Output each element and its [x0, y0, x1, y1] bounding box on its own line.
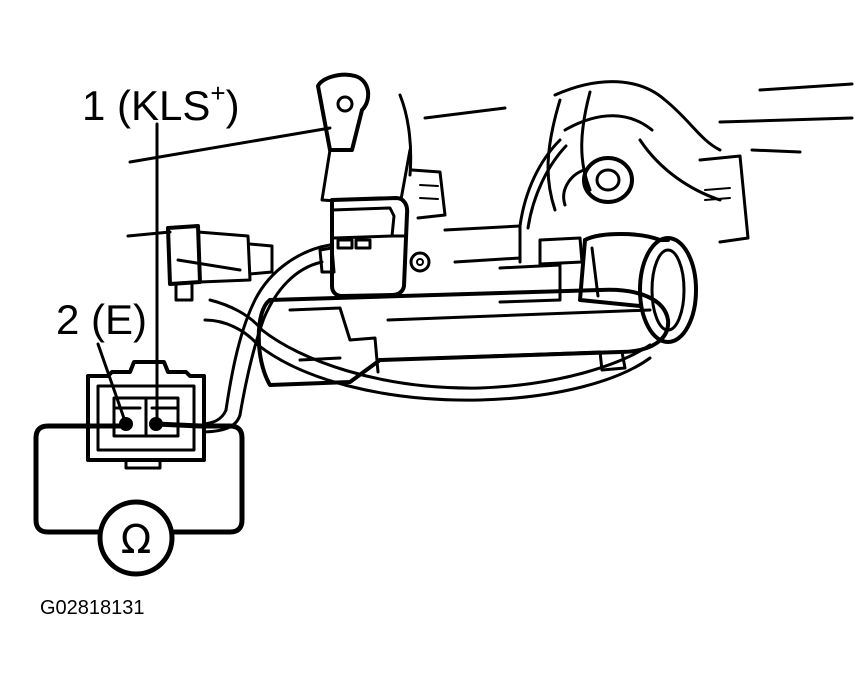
ohmmeter-circuit — [33, 417, 245, 535]
pin1-label: 1 (KLS+) — [82, 78, 240, 129]
test-connector — [86, 360, 206, 470]
callout-leaders — [96, 122, 159, 426]
pin1-label-superscript: + — [210, 78, 225, 108]
sensor-connector — [318, 196, 431, 298]
pin1-label-suffix: ) — [226, 82, 240, 129]
pin1-label-prefix: 1 (KLS — [82, 82, 210, 129]
left-harness-connector — [166, 224, 274, 347]
figure-id: G02818131 — [40, 597, 145, 619]
wire-harness — [198, 138, 652, 434]
engine-block-outline — [126, 72, 854, 304]
ohm-symbol: Ω — [121, 517, 152, 563]
ohmmeter-icon: Ω — [97, 499, 175, 577]
pin2-label: 2 (E) — [56, 296, 147, 343]
